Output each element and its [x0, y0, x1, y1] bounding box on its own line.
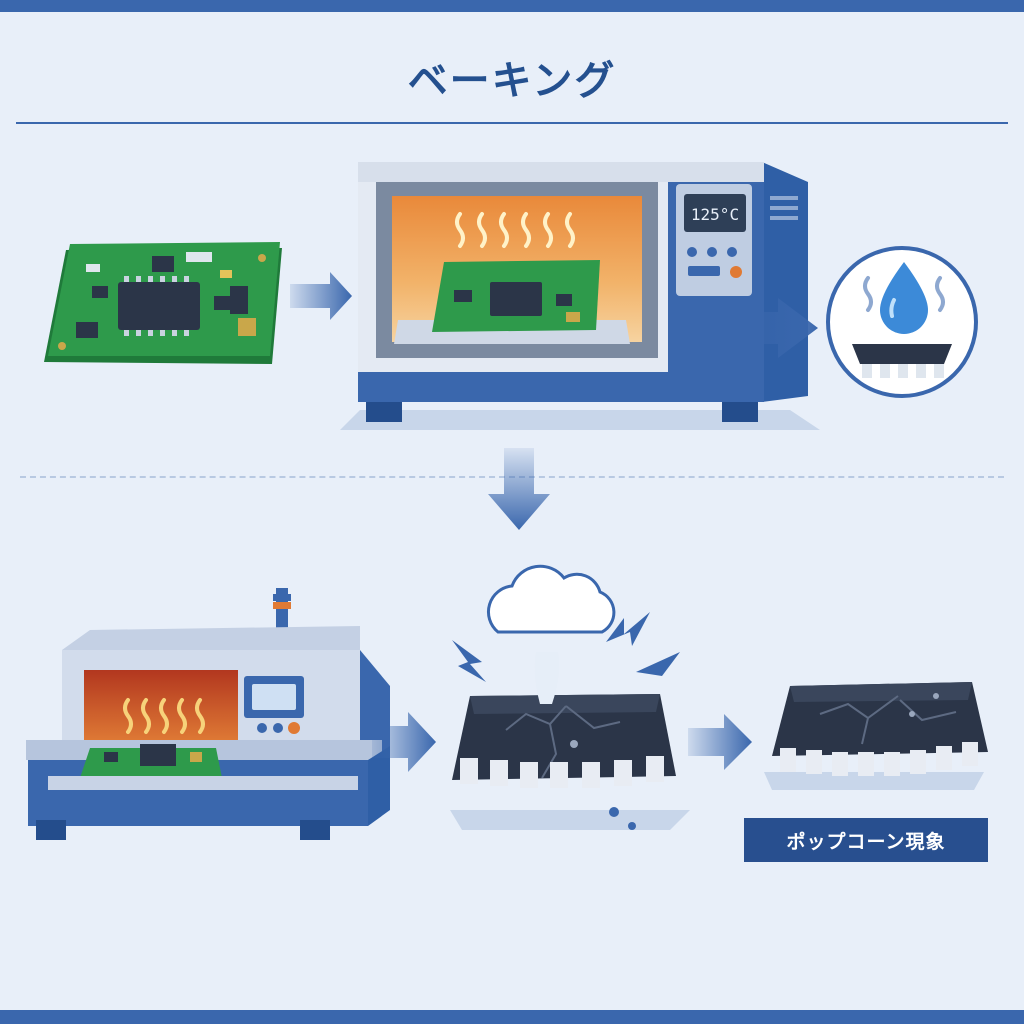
- arrow-to-broken-chip: [688, 714, 752, 770]
- cracked-chip-icon: [450, 694, 690, 830]
- pcb-icon: [44, 242, 282, 364]
- broken-chip-icon: [764, 682, 988, 790]
- arrow-down: [488, 448, 550, 530]
- top-accent-bar: [0, 0, 1024, 12]
- arrow-to-cracked-chip: [372, 712, 436, 772]
- oven-temperature: 125°C: [691, 205, 739, 224]
- steam-cloud-icon: [452, 564, 680, 704]
- water-drop-icon: [826, 246, 978, 398]
- arrow-to-moisture: [700, 298, 818, 358]
- page-title: ベーキング: [407, 58, 617, 104]
- title-divider: [16, 122, 1008, 124]
- reflow-oven-icon: [26, 588, 390, 840]
- result-label: ポップコーン現象: [744, 818, 988, 862]
- bottom-accent-bar: [0, 1010, 1024, 1024]
- arrow-to-oven: [290, 272, 352, 320]
- oven-icon: [340, 162, 820, 430]
